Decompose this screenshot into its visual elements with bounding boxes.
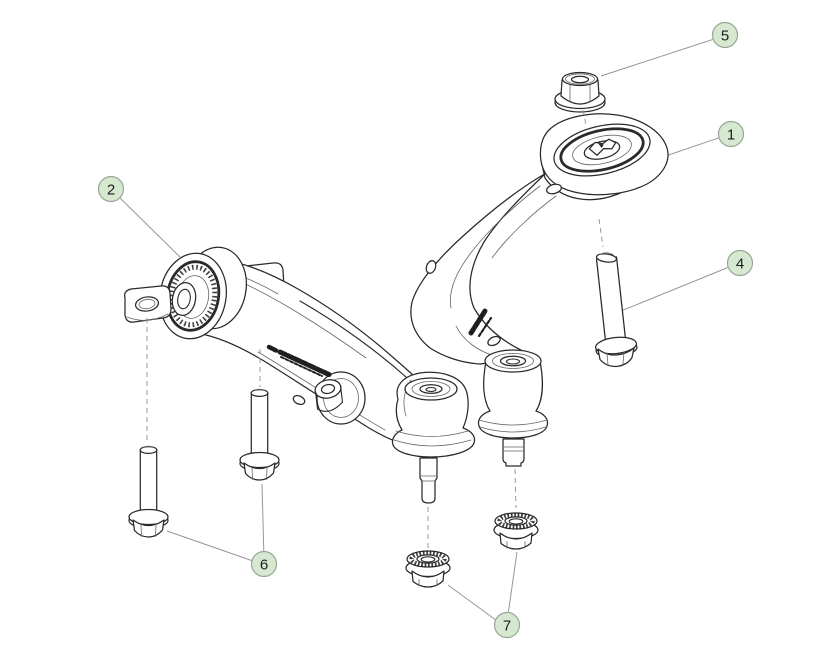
attachment-bolt-front [128,445,169,538]
callout-number: 1 [727,126,735,143]
leader-line-6b [261,483,265,552]
callout-circle[interactable] [250,550,278,578]
attachment-bolt-rear [239,388,280,481]
lower-control-arm-drawing [124,246,476,504]
callout-number: 2 [107,181,115,198]
callout-balloon-4[interactable]: 4 [726,249,754,277]
callout-balloon-2[interactable]: 2 [97,175,125,203]
callout-number: 6 [260,556,268,573]
attachment-bolts-drawing [128,388,280,538]
callout-balloon-1[interactable]: 1 [717,120,745,148]
assembly-dashed-lines [146,109,604,552]
callout-number: 4 [736,255,744,272]
callout-circle[interactable] [97,175,125,203]
arm-marking [468,308,493,338]
callout-circle[interactable] [493,611,521,639]
callout-circle[interactable] [726,249,754,277]
pivot-bolt-drawing [594,252,638,368]
callout-balloon-5[interactable]: 5 [711,21,739,49]
callout-circle[interactable] [717,120,745,148]
leader-line-7b [507,551,518,613]
arm-marking [266,344,333,378]
locknut-lower-arm [406,551,450,587]
callout-number: 7 [503,617,511,634]
callout-balloon-7[interactable]: 7 [493,611,521,639]
upper-control-arm-drawing [410,113,669,467]
leader-line-6a [166,530,252,561]
leader-line-5 [600,39,713,77]
ball-joint-nuts-drawing [406,513,538,587]
locknut-upper-arm [494,513,538,549]
callout-number: 5 [721,27,729,44]
leader-line-7a [447,584,497,621]
leader-line-2 [119,197,181,258]
callout-balloon-6[interactable]: 6 [250,550,278,578]
leader-line-4 [620,267,729,312]
flange-nut-drawing [554,71,606,113]
callout-circle[interactable] [711,21,739,49]
